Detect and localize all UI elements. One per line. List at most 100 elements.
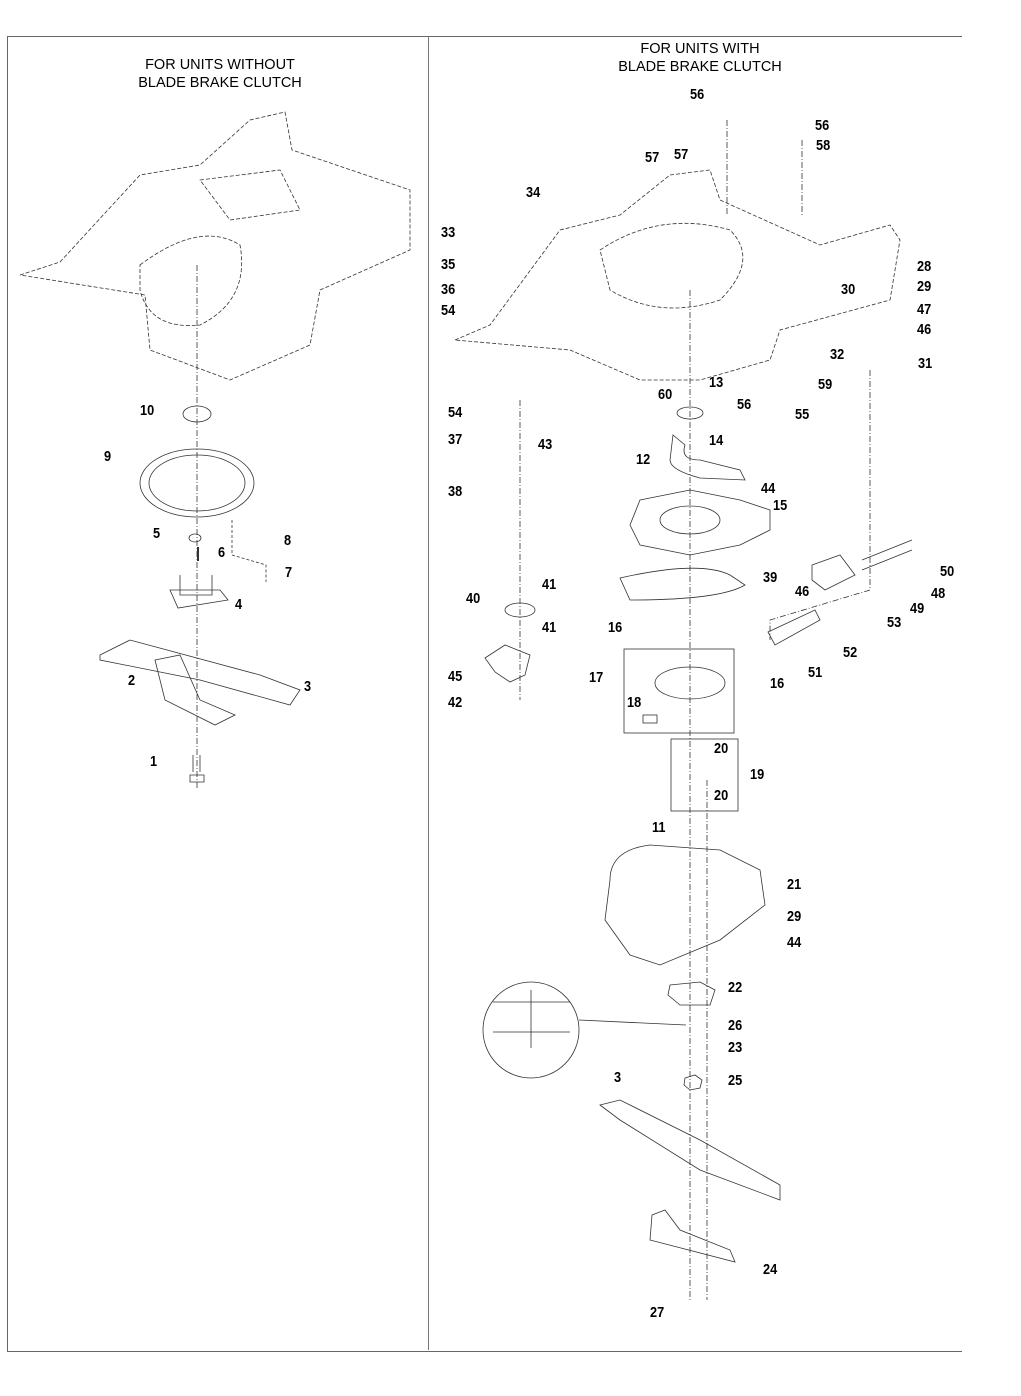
- callout-left-9: 1: [150, 753, 158, 770]
- callout-left-8: 2: [128, 672, 136, 689]
- callout-right-5: 34: [526, 184, 541, 201]
- nut-25: [683, 1074, 703, 1091]
- left-mower-deck: [19, 111, 411, 381]
- right-title-line2: BLADE BRAKE CLUTCH: [618, 59, 782, 75]
- callout-right-10: 28: [917, 258, 932, 275]
- left-panel-title: FOR UNITS WITHOUT BLADE BRAKE CLUTCH: [110, 56, 330, 92]
- callout-left-7: 3: [304, 678, 312, 695]
- callout-left-1: 9: [104, 448, 112, 465]
- flange-22: [667, 981, 716, 1006]
- plate-15: [629, 489, 771, 556]
- callout-right-45: 42: [448, 694, 463, 711]
- callout-right-15: 32: [830, 346, 845, 363]
- callout-right-33: 46: [795, 583, 810, 600]
- housing-21: [604, 844, 766, 966]
- callout-right-60: 27: [650, 1304, 665, 1321]
- right-axes: [519, 120, 871, 1300]
- callout-right-57: 25: [728, 1072, 743, 1089]
- callout-right-59: 24: [763, 1261, 778, 1278]
- left-title-line1: FOR UNITS WITHOUT: [145, 57, 295, 73]
- right-mower-deck: [454, 169, 901, 381]
- callout-right-43: 17: [589, 669, 604, 686]
- spring-49: [861, 539, 913, 571]
- callout-right-39: 16: [608, 619, 623, 636]
- bolt-7-path: [231, 520, 267, 582]
- page-frame: [7, 36, 962, 1352]
- callout-right-21: 56: [737, 396, 752, 413]
- washer-5: [188, 533, 202, 543]
- callout-right-48: 19: [750, 766, 765, 783]
- callout-right-24: 37: [448, 431, 463, 448]
- callout-right-51: 21: [787, 876, 802, 893]
- callout-right-30: 41: [542, 576, 557, 593]
- plate-15-hub: [659, 505, 721, 535]
- callout-right-9: 54: [441, 302, 456, 319]
- clutch-17: [654, 666, 726, 700]
- belt-39: [619, 567, 746, 601]
- callout-right-54: 22: [728, 979, 743, 996]
- callout-right-13: 46: [917, 321, 932, 338]
- callout-right-28: 38: [448, 483, 463, 500]
- callout-right-26: 12: [636, 451, 651, 468]
- callout-right-18: 60: [658, 386, 673, 403]
- blade-3: [99, 639, 301, 706]
- handle-51: [767, 609, 821, 646]
- belt-guard-12: [669, 434, 746, 481]
- callout-right-0: 56: [690, 86, 705, 103]
- callout-right-55: 26: [728, 1017, 743, 1034]
- inset-detail: [482, 981, 580, 1079]
- callout-right-50: 11: [652, 819, 666, 836]
- bracket-45: [484, 644, 531, 683]
- blade-24: [649, 1209, 736, 1263]
- callout-right-52: 29: [787, 908, 802, 925]
- right-title-line1: FOR UNITS WITH: [640, 41, 760, 57]
- clutch-box-17: [623, 648, 735, 734]
- callout-right-41: 51: [808, 664, 823, 681]
- inset-lines: [493, 990, 687, 1048]
- callout-right-44: 16: [770, 675, 785, 692]
- callout-right-38: 41: [542, 619, 557, 636]
- panel-divider: [428, 36, 429, 1350]
- callout-left-0: 10: [140, 402, 155, 419]
- callout-left-4: 8: [284, 532, 292, 549]
- bolt-1: [189, 755, 205, 783]
- callout-right-36: 49: [910, 600, 925, 617]
- callout-right-47: 20: [714, 740, 729, 757]
- callout-right-20: 54: [448, 404, 463, 421]
- callout-right-46: 18: [627, 694, 642, 711]
- callout-left-2: 5: [153, 525, 161, 542]
- callout-right-8: 36: [441, 281, 456, 298]
- callout-right-40: 52: [843, 644, 858, 661]
- plate-9-inner: [148, 454, 246, 512]
- callout-right-49: 20: [714, 787, 729, 804]
- callout-right-27: 44: [761, 480, 776, 497]
- callout-right-16: 31: [918, 355, 933, 372]
- callout-right-14: 30: [841, 281, 856, 298]
- callout-right-56: 23: [728, 1039, 743, 1056]
- callout-right-22: 55: [795, 406, 810, 423]
- callout-right-58: 3: [614, 1069, 622, 1086]
- callout-right-6: 33: [441, 224, 456, 241]
- callout-right-19: 13: [709, 374, 724, 391]
- bearing-10: [182, 405, 212, 423]
- callout-right-4: 57: [674, 146, 689, 163]
- pulley-14: [676, 406, 704, 420]
- callout-left-5: 7: [285, 564, 293, 581]
- callout-right-29: 15: [773, 497, 788, 514]
- key-18: [642, 714, 658, 724]
- callout-right-25: 43: [538, 436, 553, 453]
- idler-pulley-40: [504, 602, 536, 618]
- blade-3-right: [599, 1099, 781, 1201]
- callout-right-17: 59: [818, 376, 833, 393]
- adapter-4: [169, 575, 229, 609]
- bearing-box-19: [670, 738, 739, 812]
- callout-left-6: 4: [235, 596, 243, 613]
- callout-right-2: 58: [816, 137, 831, 154]
- callout-right-53: 44: [787, 934, 802, 951]
- callout-right-35: 48: [931, 585, 946, 602]
- callout-right-34: 50: [940, 563, 955, 580]
- callout-right-23: 14: [709, 432, 724, 449]
- right-panel-title: FOR UNITS WITH BLADE BRAKE CLUTCH: [590, 40, 810, 76]
- lever-52: [811, 554, 856, 591]
